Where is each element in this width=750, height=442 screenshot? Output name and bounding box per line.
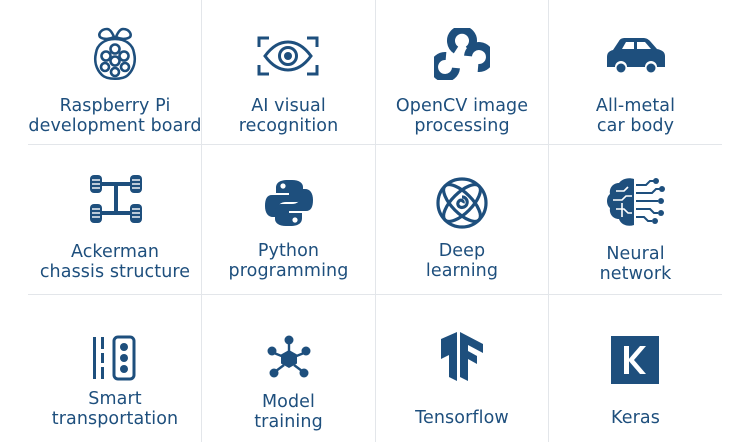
feature-keras: Keras [549, 295, 722, 442]
divider [548, 0, 549, 442]
eye-icon [257, 36, 319, 76]
feature-label: Tensorflow [415, 408, 509, 428]
traffic-light-icon [93, 335, 136, 381]
tensorflow-icon [441, 332, 483, 381]
chassis-icon [90, 175, 142, 223]
feature-label: Keras [611, 408, 660, 428]
raspberry-icon [93, 27, 137, 81]
atom-icon [436, 177, 488, 229]
divider [375, 0, 376, 442]
divider [28, 294, 722, 295]
brain-icon [607, 178, 665, 226]
opencv-icon [434, 28, 490, 80]
divider [201, 0, 202, 442]
keras-icon [611, 336, 659, 384]
divider [28, 144, 722, 145]
feature-tensorflow: Tensorflow [376, 295, 548, 442]
car-icon [607, 38, 665, 73]
python-icon [265, 180, 313, 226]
hexagon-network-icon [267, 335, 311, 378]
